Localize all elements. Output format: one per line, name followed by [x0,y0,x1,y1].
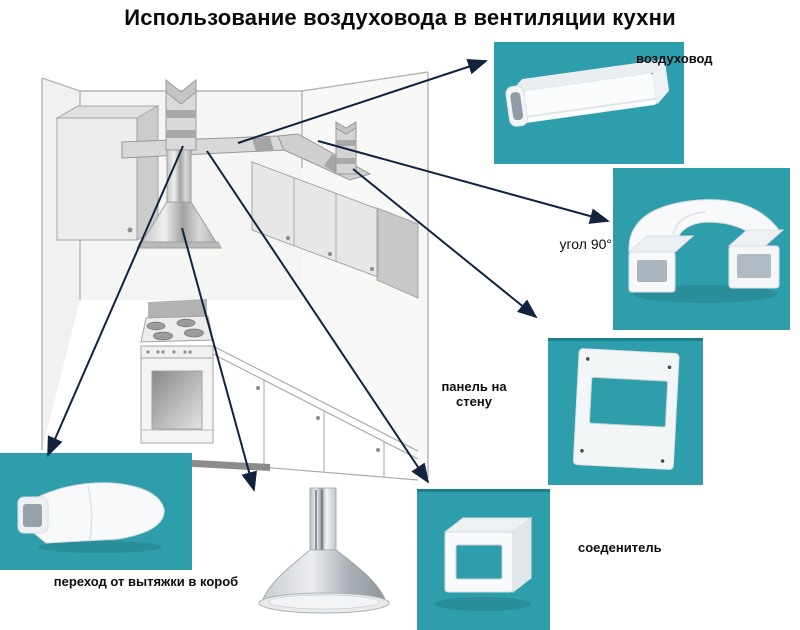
kitchen-vertical-duct [165,78,197,151]
wall-panel-box [548,338,703,485]
hood-image [258,487,390,614]
connector-box [417,489,550,630]
duct-label: воздуховод [636,51,713,66]
page-title: Использование воздуховода в вентиляции к… [124,5,676,30]
connector-image [435,516,533,611]
elbow-label: угол 90° [559,236,612,252]
elbow-90-image [627,199,785,303]
transition-image [17,482,165,553]
kitchen-stove [140,315,214,444]
wall-panel-image [572,348,680,470]
transition-box [0,453,192,570]
kitchen-drawing [41,71,429,481]
duct-image [505,59,670,127]
connector-label: соеденитель [578,540,662,555]
transition-label: переход от вытяжки в короб [53,574,239,589]
kitchen-wall-cabinet-left [55,105,160,241]
wall-panel-label: панель на стену [441,379,507,410]
elbow-box [613,168,790,330]
duct-box [494,42,684,164]
